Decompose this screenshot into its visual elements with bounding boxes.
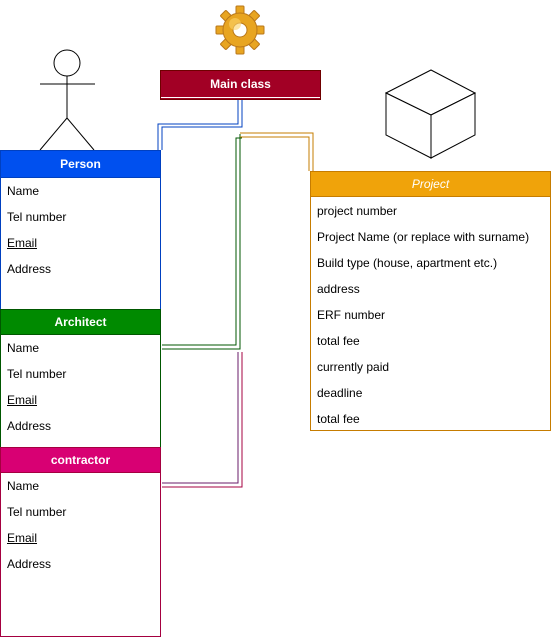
project-field-build-type: Build type (house, apartment etc.) [317, 256, 498, 270]
contractor-class-box[interactable]: contractor Name Tel number Email Address [0, 447, 161, 637]
architect-field-address: Address [7, 419, 52, 433]
contractor-field-name: Name [7, 479, 40, 493]
person-class-box[interactable]: Person Name Tel number Email Address [0, 150, 161, 310]
actor-icon [39, 49, 95, 151]
project-field-currently-paid: currently paid [317, 360, 390, 374]
connector-contractor [162, 352, 239, 484]
architect-field-tel: Tel number [7, 367, 67, 381]
person-title: Person [1, 151, 160, 178]
contractor-field-tel: Tel number [7, 505, 67, 519]
architect-field-name: Name [7, 341, 40, 355]
main-class-box[interactable]: Main class [160, 70, 321, 100]
contractor-field-address: Address [7, 557, 52, 571]
architect-field-email: Email [7, 393, 38, 407]
connector-project [240, 132, 314, 171]
project-field-number: project number [317, 204, 398, 218]
project-field-name: Project Name (or replace with surname) [317, 230, 530, 244]
person-field-name: Name [7, 184, 40, 198]
project-field-deadline: deadline [317, 386, 363, 400]
contractor-title: contractor [1, 448, 160, 473]
person-field-email: Email [7, 236, 38, 250]
architect-class-box[interactable]: Architect Name Tel number Email Address [0, 309, 161, 449]
project-title: Project [311, 172, 550, 197]
project-field-address: address [317, 282, 360, 296]
person-field-address: Address [7, 262, 52, 276]
project-field-total-fee-2: total fee [317, 412, 360, 426]
cube-icon [384, 69, 477, 159]
architect-title: Architect [1, 310, 160, 335]
project-class-box[interactable]: Project project number Project Name (or … [310, 171, 551, 431]
person-field-tel: Tel number [7, 210, 67, 224]
connector-architect [162, 137, 242, 346]
connector-person [157, 100, 239, 150]
gear-icon [215, 5, 265, 55]
project-field-erf: ERF number [317, 308, 386, 322]
main-class-label: Main class [161, 71, 320, 98]
contractor-field-email: Email [7, 531, 38, 545]
project-field-total-fee: total fee [317, 334, 360, 348]
